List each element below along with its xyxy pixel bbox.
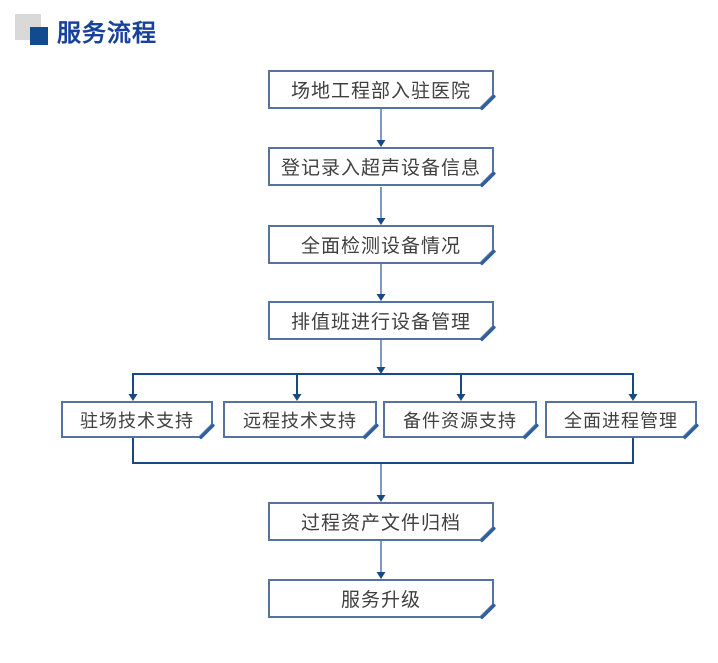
flow-node-label: 登记录入超声设备信息 bbox=[280, 158, 481, 179]
flow-node-label: 全面检测设备情况 bbox=[300, 236, 461, 257]
arrowhead-icon bbox=[376, 140, 386, 147]
flow-node-shape: 排值班进行设备管理 bbox=[268, 301, 494, 340]
arrowhead-icon bbox=[128, 394, 138, 401]
arrowhead-icon bbox=[376, 572, 386, 579]
arrowhead-icon bbox=[376, 294, 386, 301]
flow-node-shape: 登记录入超声设备信息 bbox=[268, 147, 494, 186]
branch-merge bbox=[132, 438, 634, 464]
flow-node-remote-support: 远程技术支持 bbox=[223, 401, 379, 440]
flow-node-shape: 驻场技术支持 bbox=[61, 401, 213, 438]
flow-node-label: 排值班进行设备管理 bbox=[290, 312, 471, 333]
flow-node-register-info: 登记录入超声设备信息 bbox=[268, 147, 496, 188]
header-accent-square-icon bbox=[30, 27, 48, 45]
flow-node-archive: 过程资产文件归档 bbox=[268, 502, 496, 543]
flow-node-spareparts-support: 备件资源支持 bbox=[383, 401, 539, 440]
arrowhead-icon bbox=[292, 394, 302, 401]
flow-node-shape: 过程资产文件归档 bbox=[268, 502, 494, 541]
flow-node-site-entry: 场地工程部入驻医院 bbox=[268, 70, 496, 111]
flow-node-onsite-support: 驻场技术支持 bbox=[61, 401, 215, 440]
distributor-line bbox=[132, 373, 634, 395]
flow-node-label: 驻场技术支持 bbox=[80, 410, 194, 431]
arrowhead-icon bbox=[456, 394, 466, 401]
flow-node-label: 备件资源支持 bbox=[403, 410, 517, 431]
flow-node-shape: 远程技术支持 bbox=[223, 401, 377, 438]
flow-node-shape: 全面检测设备情况 bbox=[268, 225, 494, 264]
branch-distributor bbox=[132, 373, 634, 395]
flow-node-upgrade: 服务升级 bbox=[268, 579, 496, 620]
flow-node-progress-management: 全面进程管理 bbox=[545, 401, 699, 440]
flow-node-duty-management: 排值班进行设备管理 bbox=[268, 301, 496, 342]
arrowhead-icon bbox=[628, 394, 638, 401]
flow-node-label: 服务升级 bbox=[340, 590, 421, 611]
page-title: 服务流程 bbox=[57, 20, 157, 47]
arrowhead-icon bbox=[376, 495, 386, 502]
flow-node-label: 过程资产文件归档 bbox=[300, 513, 461, 534]
flow-node-shape: 场地工程部入驻医院 bbox=[268, 70, 494, 109]
flow-node-shape: 全面进程管理 bbox=[545, 401, 697, 438]
flow-node-shape: 服务升级 bbox=[268, 579, 494, 618]
flow-node-shape: 备件资源支持 bbox=[383, 401, 537, 438]
flow-node-label: 远程技术支持 bbox=[243, 410, 357, 431]
flow-node-full-inspection: 全面检测设备情况 bbox=[268, 225, 496, 266]
flow-node-label: 场地工程部入驻医院 bbox=[290, 81, 471, 102]
merge-line bbox=[132, 438, 634, 464]
flow-node-label: 全面进程管理 bbox=[564, 410, 678, 431]
arrowhead-icon bbox=[376, 218, 386, 225]
arrowhead-icon bbox=[376, 367, 386, 374]
